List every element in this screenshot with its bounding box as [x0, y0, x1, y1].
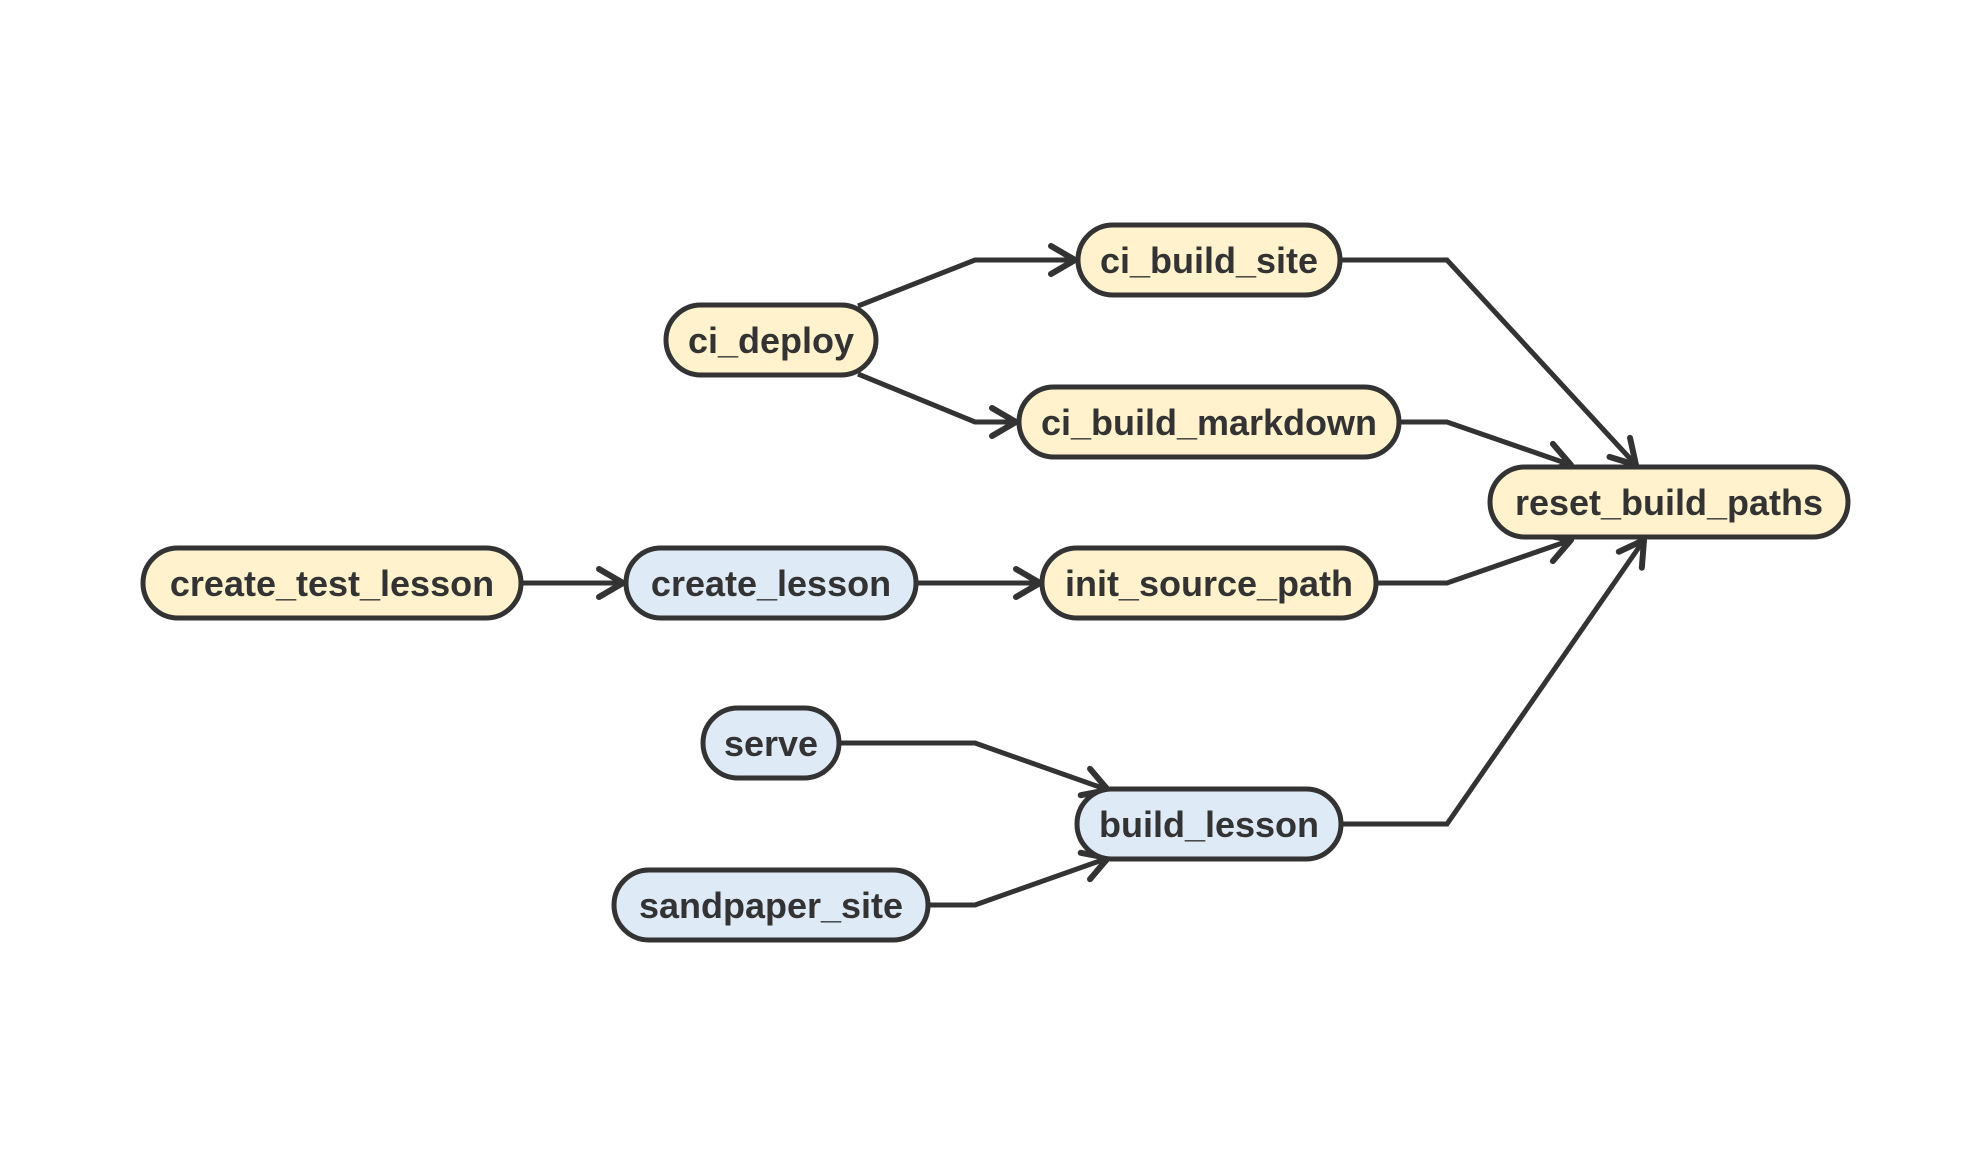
node-label-create-lesson: create_lesson — [651, 563, 891, 604]
node-box-create-test-lesson — [140, 545, 524, 621]
node-label-ci-deploy: ci_deploy — [688, 320, 854, 361]
node-build-lesson: build_lesson — [1074, 786, 1344, 862]
node-box-init-source-path — [1039, 545, 1379, 621]
node-box-create-lesson — [623, 545, 919, 621]
edge-ci-deploy-to-ci-build-site — [857, 243, 1078, 309]
node-label-ci-build-site: ci_build_site — [1100, 240, 1318, 281]
edges-layer — [521, 243, 1647, 908]
node-init-source-path: init_source_path — [1039, 545, 1379, 621]
edge-init-source-path-to-reset-build-paths — [1376, 531, 1574, 586]
nodes-layer: ci_deploy ci_build_site ci_build_markdownr… — [140, 222, 1851, 943]
node-sandpaper-site: sandpaper_site — [611, 867, 931, 943]
node-label-serve: serve — [724, 723, 818, 764]
node-ci-deploy: ci_deploy — [663, 302, 879, 378]
node-label-ci-build-markdown: ci_build_markdown — [1041, 402, 1377, 443]
node-label-create-test-lesson: create_test_lesson — [170, 563, 494, 604]
node-box-serve — [700, 705, 842, 781]
node-create-test-lesson: create_test_lesson — [140, 545, 524, 621]
node-ci-build-markdown: ci_build_markdown — [1016, 384, 1402, 460]
node-label-build-lesson: build_lesson — [1099, 804, 1319, 845]
edge-ci-build-markdown-to-reset-build-paths — [1399, 419, 1574, 474]
node-serve: serve — [700, 705, 842, 781]
node-label-sandpaper-site: sandpaper_site — [639, 885, 903, 926]
node-box-build-lesson — [1074, 786, 1344, 862]
node-create-lesson: create_lesson — [623, 545, 919, 621]
edge-build-lesson-to-reset-build-paths — [1341, 537, 1647, 827]
node-reset-build-paths: reset_build_paths — [1487, 464, 1851, 540]
edge-ci-deploy-to-ci-build-markdown — [857, 371, 1019, 439]
node-box-ci-deploy — [663, 302, 879, 378]
edge-ci-build-site-to-reset-build-paths — [1340, 257, 1639, 468]
node-label-init-source-path: init_source_path — [1065, 563, 1353, 604]
node-ci-build-site: ci_build_site — [1075, 222, 1343, 298]
node-label-reset-build-paths: reset_build_paths — [1515, 482, 1823, 523]
node-box-ci-build-markdown — [1016, 384, 1402, 460]
node-box-ci-build-site — [1075, 222, 1343, 298]
node-box-sandpaper-site — [611, 867, 931, 943]
node-box-reset-build-paths — [1487, 464, 1851, 540]
edge-serve-to-build-lesson — [839, 740, 1111, 799]
edge-sandpaper-site-to-build-lesson — [928, 849, 1111, 908]
